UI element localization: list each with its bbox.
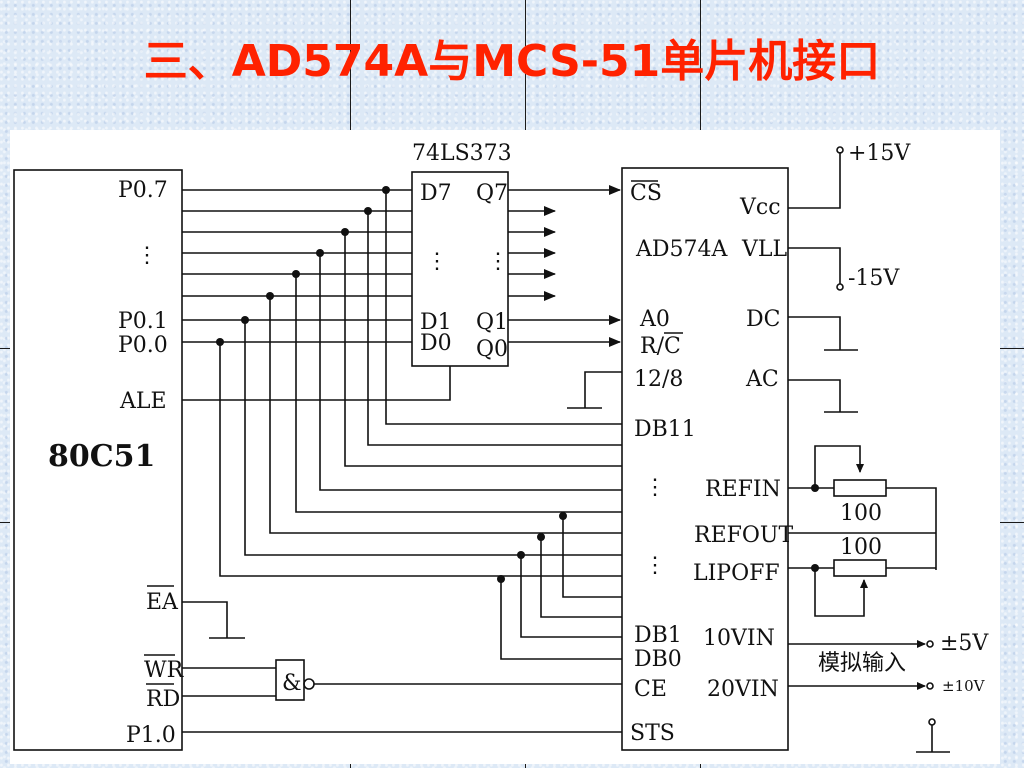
adc-db11-label: DB11 bbox=[634, 417, 696, 442]
ea-ground bbox=[182, 601, 245, 639]
latch-d0-label: D0 bbox=[420, 331, 452, 356]
db11-line bbox=[385, 190, 622, 425]
vcc-line bbox=[788, 152, 841, 209]
db-line bbox=[562, 516, 622, 598]
pin-p07-label: P0.7 bbox=[118, 178, 168, 203]
r1-right bbox=[886, 487, 937, 570]
db-line bbox=[269, 296, 622, 534]
adc-a0-label: A0 bbox=[639, 307, 670, 332]
r2-wiper bbox=[814, 568, 868, 617]
bits-ground bbox=[567, 371, 622, 409]
pin-ale-label: ALE bbox=[119, 389, 167, 414]
and-gate-symbol: & bbox=[282, 671, 302, 696]
adc-lipoff-label: LIPOFF bbox=[693, 561, 780, 586]
dots-icon: ⋮ bbox=[426, 249, 448, 274]
grid-line bbox=[1000, 348, 1024, 349]
pm5v-label: ±5V bbox=[940, 631, 989, 656]
junction-dots bbox=[216, 186, 819, 583]
dots-icon: ⋮ bbox=[487, 249, 509, 274]
adc-v10in-label: 10VIN bbox=[703, 626, 775, 651]
adc-dc-label: DC bbox=[746, 307, 780, 332]
pm10v-label: ±10V bbox=[942, 677, 986, 695]
adc-vll-label: VLL bbox=[741, 237, 787, 262]
adc-vcc-label: Vcc bbox=[739, 195, 781, 220]
db1-line bbox=[520, 555, 622, 638]
latch-q0-label: Q0 bbox=[476, 337, 508, 362]
pin-p10-label: P1.0 bbox=[126, 723, 176, 748]
mcu-chip bbox=[13, 169, 183, 751]
adc-rc-label: R/C bbox=[640, 334, 681, 359]
latch-name: 74LS373 bbox=[412, 141, 512, 166]
grid-line bbox=[0, 348, 12, 349]
adc-db0-label: DB0 bbox=[634, 647, 682, 672]
plus15v-label: +15V bbox=[848, 141, 911, 166]
db-line bbox=[367, 211, 622, 446]
adc-db1-label: DB1 bbox=[634, 623, 682, 648]
wr-rd-lines bbox=[182, 667, 276, 697]
minus15-terminal bbox=[836, 283, 844, 291]
db-line bbox=[295, 274, 622, 513]
db-line bbox=[319, 253, 622, 491]
latch-q1-label: Q1 bbox=[476, 310, 508, 335]
pin-p00-label: P0.0 bbox=[118, 333, 168, 358]
db-line bbox=[344, 232, 622, 467]
p0-bus-lines bbox=[182, 189, 412, 343]
db-line bbox=[540, 537, 622, 618]
dc-ground bbox=[788, 316, 858, 351]
adc-sts-label: STS bbox=[630, 721, 675, 746]
pm5-terminal bbox=[926, 640, 934, 648]
dots-icon: ⋮ bbox=[644, 553, 666, 578]
db0-line bbox=[500, 579, 622, 660]
pin-wr-label: WR bbox=[144, 658, 185, 683]
ac-ground bbox=[788, 379, 858, 413]
vll-line bbox=[788, 247, 841, 284]
agnd-symbol bbox=[916, 725, 950, 753]
resistor-r1 bbox=[833, 479, 887, 497]
ale-line bbox=[182, 366, 451, 401]
adc-bits-label: 12/8 bbox=[634, 367, 683, 392]
latch-q7-label: Q7 bbox=[476, 181, 508, 206]
dots-icon: ⋮ bbox=[644, 475, 666, 500]
agnd-terminal bbox=[928, 718, 936, 726]
grid-line bbox=[0, 522, 12, 523]
pin-rd-label: RD bbox=[146, 687, 180, 712]
gate-inverter-bubble bbox=[303, 678, 315, 690]
resistor-r2-value: 100 bbox=[840, 535, 882, 560]
and-gate bbox=[275, 659, 305, 701]
dots-icon: ⋮ bbox=[136, 243, 158, 268]
adc-ce-label: CE bbox=[634, 677, 667, 702]
latch-d1-label: D1 bbox=[420, 310, 452, 335]
pin-ea-label: EA bbox=[146, 590, 179, 615]
latch-d7-label: D7 bbox=[420, 181, 452, 206]
analog-input-label: 模拟输入 bbox=[818, 651, 906, 676]
adc-refout-label: REFOUT bbox=[694, 523, 793, 548]
adc-cs-label: CS bbox=[630, 181, 662, 206]
slide-title: 三、AD574A与MCS-51单片机接口 bbox=[143, 36, 881, 87]
adc-refin-label: REFIN bbox=[705, 477, 781, 502]
minus15v-label: -15V bbox=[848, 266, 900, 291]
pin-p01-label: P0.1 bbox=[118, 309, 168, 334]
adc-ac-label: AC bbox=[745, 367, 779, 392]
db-line bbox=[219, 342, 622, 577]
adc-v20in-label: 20VIN bbox=[707, 677, 779, 702]
adc-chip bbox=[621, 167, 789, 751]
grid-line bbox=[1000, 522, 1024, 523]
db-line bbox=[244, 320, 622, 556]
r1-wiper bbox=[814, 445, 864, 488]
latch-chip bbox=[411, 171, 509, 367]
plus15-terminal bbox=[836, 146, 844, 154]
adc-name: AD574A bbox=[635, 237, 729, 262]
resistor-r1-value: 100 bbox=[840, 501, 882, 526]
pm10-terminal bbox=[926, 682, 934, 690]
mcu-name: 80C51 bbox=[48, 439, 155, 474]
resistor-r2 bbox=[833, 559, 887, 577]
